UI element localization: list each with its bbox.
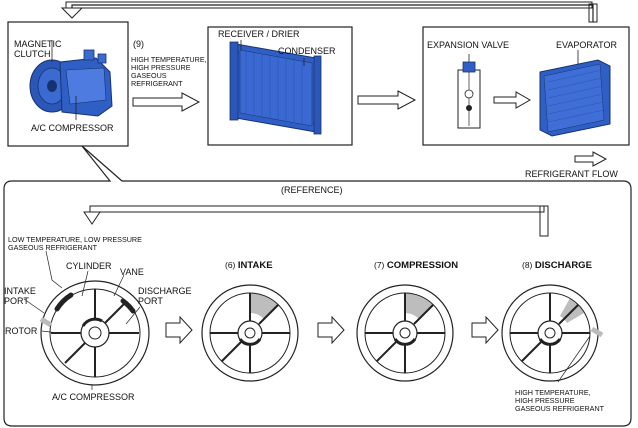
stage-arrow-2 [317, 315, 345, 345]
refrigerant-flow-label: REFRIGERANT FLOW [525, 169, 618, 179]
stage-arrow-1 [165, 315, 193, 345]
magnetic-clutch-label: MAGNETIC CLUTCH [14, 39, 62, 59]
stage-discharge-number: (8) [522, 260, 533, 270]
condenser-illustration [229, 40, 322, 135]
stage-intake-number: (6) [225, 260, 236, 270]
evaporator-label: EVAPORATOR [556, 40, 618, 50]
expansion-valve-label: EXPANSION VALVE [427, 40, 510, 50]
stage-compression-heading: (7) COMPRESSION [374, 260, 459, 271]
vane-label: VANE [120, 267, 144, 277]
stage-compression-number: (7) [374, 260, 385, 270]
step-9-description: HIGH TEMPERATURE, HIGH PRESSURE GASEOUS … [131, 55, 207, 88]
low-temperature-label: LOW TEMPERATURE, LOW PRESSURE GASEOUS RE… [8, 235, 142, 252]
condenser-label: CONDENSER [278, 46, 336, 56]
rotor-label: ROTOR [5, 326, 38, 336]
reference-return-arrow [83, 205, 549, 237]
stage-arrow-3 [471, 315, 499, 345]
reference-leader-lines [23, 250, 591, 390]
compressor-cross-section-compression [356, 284, 454, 382]
reference-panel [3, 145, 632, 427]
stage-discharge-heading: (8) DISCHARGE [522, 260, 592, 271]
stage-compression-title: COMPRESSION [386, 260, 459, 271]
top-return-flow-arrow [60, 1, 598, 23]
intake-port-label: INTAKE PORT [4, 286, 36, 306]
high-temperature-label: HIGH TEMPERATURE, HIGH PRESSURE GASEOUS … [515, 388, 605, 413]
receiver-drier-label: RECEIVER / DRIER [218, 29, 300, 39]
expansion-valve-illustration [457, 54, 481, 129]
stage-intake-heading: (6) INTAKE [225, 260, 273, 271]
step-9-number: (9) [133, 39, 144, 49]
flow-arrow-3 [493, 91, 532, 109]
cylinder-label: CYLINDER [66, 261, 112, 271]
reference-ac-compressor-label: A/C COMPRESSOR [52, 392, 135, 402]
evaporator-illustration [539, 50, 611, 137]
compressor-cross-section-intake [201, 284, 299, 382]
compressor-cross-section-labeled [39, 280, 150, 386]
stage-intake-title: INTAKE [237, 260, 273, 271]
flow-arrow-1 [132, 92, 201, 112]
compressor-illustration [29, 40, 113, 120]
ac-compressor-label: A/C COMPRESSOR [31, 123, 114, 133]
discharge-port-label: DISCHARGE PORT [138, 286, 192, 306]
compressor-cross-section-discharge [501, 284, 604, 382]
refrigerant-flow-legend-arrow [574, 151, 608, 167]
reference-title: (REFERENCE) [281, 185, 343, 195]
flow-arrow-2 [357, 90, 417, 110]
stage-discharge-title: DISCHARGE [534, 260, 592, 271]
